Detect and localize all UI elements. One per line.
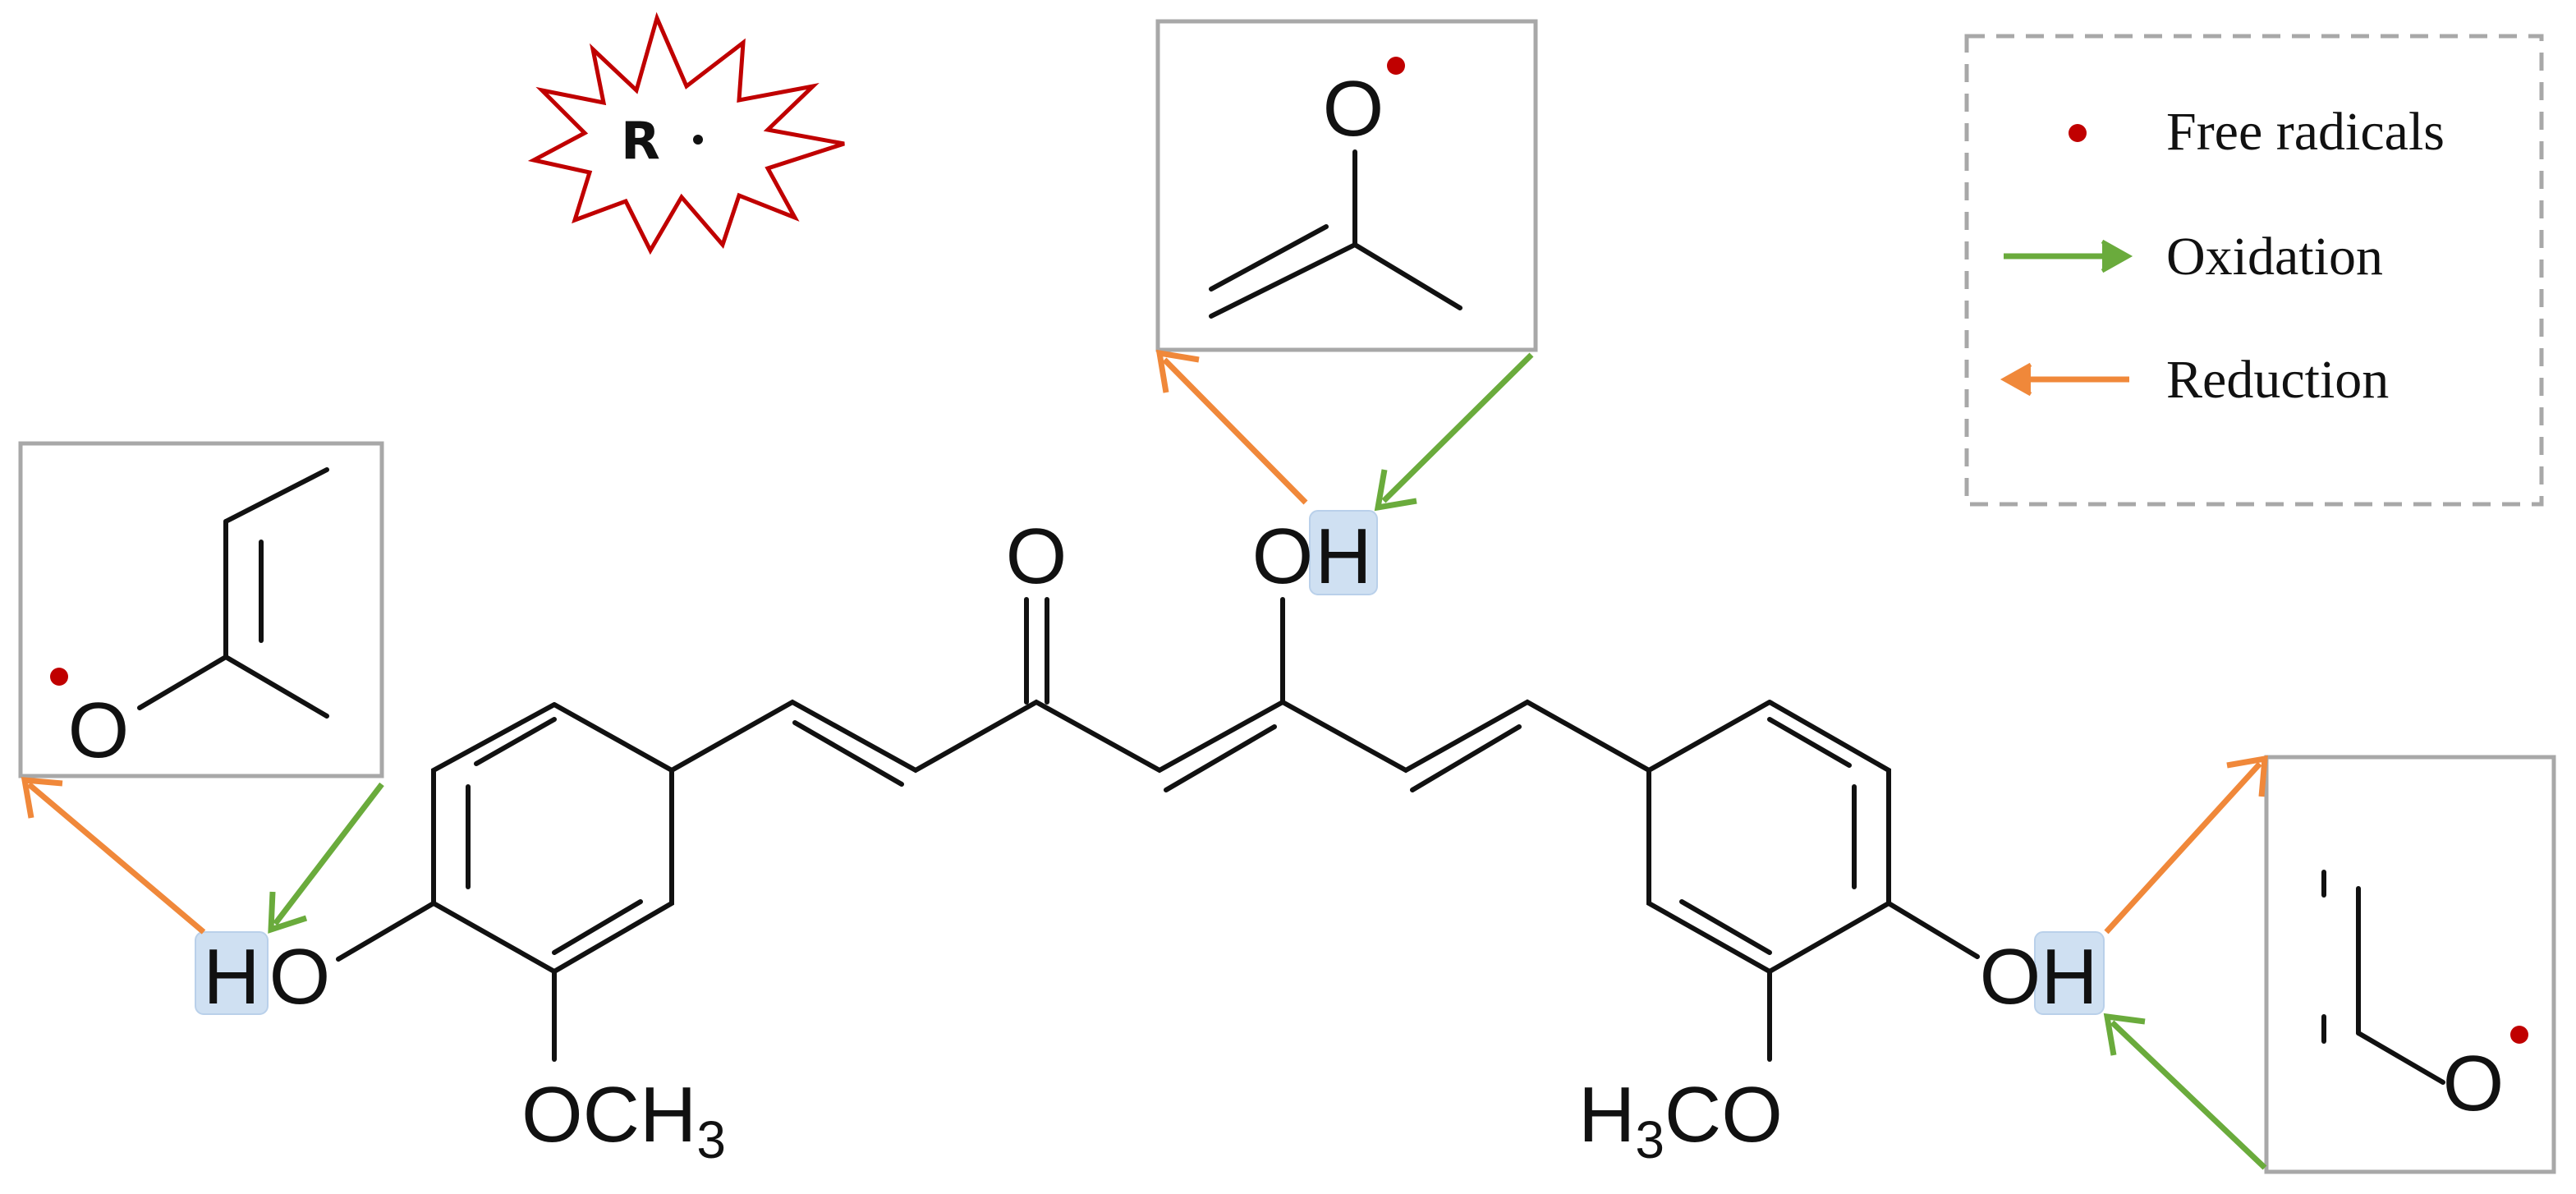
top-reduction-arrow [1162, 357, 1308, 505]
inset-box-top-frame [1155, 19, 1538, 352]
inset-box-right: O [2264, 755, 2556, 1174]
legend-radical-dot [2069, 124, 2087, 142]
legend-oxidation-arrowhead [2101, 239, 2133, 273]
left-methoxy-label: OCH3 [521, 1071, 726, 1169]
inset-left-bond-4 [223, 654, 329, 719]
radical-starburst: R [527, 11, 845, 255]
starburst-shape [527, 11, 845, 255]
inset-top-o-label: O [1323, 65, 1384, 153]
enol-h-highlight [1309, 510, 1378, 595]
enol-h-label: H [1315, 512, 1371, 600]
right-oxidation-arrowhead [2103, 1013, 2146, 1056]
right-methoxy-main: CO [1665, 1071, 1783, 1159]
right-reduction-arrowhead [2226, 755, 2268, 797]
left-oh-bond [336, 901, 436, 962]
right-methoxy-label: H3CO [1578, 1071, 1783, 1169]
left-ring-inner-3 [552, 899, 643, 955]
chain-db-3 [1410, 724, 1522, 792]
right-oh-bond [1886, 901, 1980, 959]
inset-box-top: O [1155, 19, 1538, 352]
left-reduction-arrow [26, 782, 206, 935]
inset-box-left-frame [18, 441, 384, 778]
left-oxidation-arrowhead [268, 891, 308, 934]
inset-right-radical-dot [2510, 1026, 2528, 1044]
top-reduction-arrowhead [1155, 349, 1200, 393]
legend-label-reduction: Reduction [2166, 350, 2389, 410]
reaction-arrows [21, 349, 2268, 1170]
atom-labels: O O H H O O H OCH3 H3CO [203, 512, 2097, 1169]
right-ring-inner-2 [1767, 717, 1852, 768]
chain [669, 699, 1651, 774]
left-methoxy-sub: 3 [696, 1110, 726, 1169]
top-oxidation-arrow [1381, 352, 1534, 503]
radical-label: R [621, 111, 660, 171]
legend-reduction-arrowhead [2000, 362, 2032, 397]
left-o-label: O [269, 933, 331, 1021]
legend: Free radicals Oxidation Reduction [1964, 34, 2544, 507]
carbonyl-o-label: O [1006, 512, 1068, 600]
left-h-label: H [203, 933, 259, 1021]
right-ring-inner-3 [1679, 899, 1772, 955]
inset-top-bond-4 [1209, 224, 1329, 292]
inset-box-left: O [18, 441, 384, 778]
left-reduction-arrowhead [21, 777, 63, 819]
left-ring-inner-2 [474, 717, 557, 766]
legend-label-oxidation: Oxidation [2166, 227, 2383, 287]
left-oxidation-arrow [273, 782, 384, 926]
right-o-label: O [1980, 933, 2041, 1021]
left-methoxy-main: OCH [521, 1071, 696, 1159]
enol-o-label: O [1252, 512, 1314, 600]
right-h-highlight [2034, 931, 2105, 1015]
legend-label-free-radicals: Free radicals [2166, 102, 2445, 162]
inset-box-right-frame [2264, 755, 2556, 1174]
right-reduction-arrow [2104, 761, 2262, 935]
top-oxidation-arrowhead [1374, 469, 1417, 512]
legend-frame [1964, 34, 2544, 507]
inset-left-radical-dot [50, 668, 68, 686]
radical-dot [693, 135, 703, 145]
inset-top-radical-dot [1387, 57, 1405, 75]
inset-left-o-label: O [68, 687, 130, 774]
inset-right-bond-4 [2356, 1031, 2445, 1085]
inset-left-bond-1 [223, 467, 329, 524]
chain-db-1 [792, 720, 904, 787]
inset-top-bond-3 [1209, 242, 1357, 319]
inset-left-bond-5 [137, 654, 228, 710]
left-h-highlight [195, 931, 269, 1015]
chain-db-2 [1164, 724, 1277, 792]
right-h-label: H [2041, 933, 2097, 1021]
molecule-bonds [336, 597, 1980, 1062]
inset-top-bond-2 [1352, 242, 1462, 310]
inset-right-o-label: O [2443, 1040, 2505, 1127]
right-methoxy-pre: H [1578, 1071, 1635, 1159]
right-methoxy-sub: 3 [1635, 1110, 1665, 1169]
right-oxidation-arrow [2110, 1020, 2267, 1170]
